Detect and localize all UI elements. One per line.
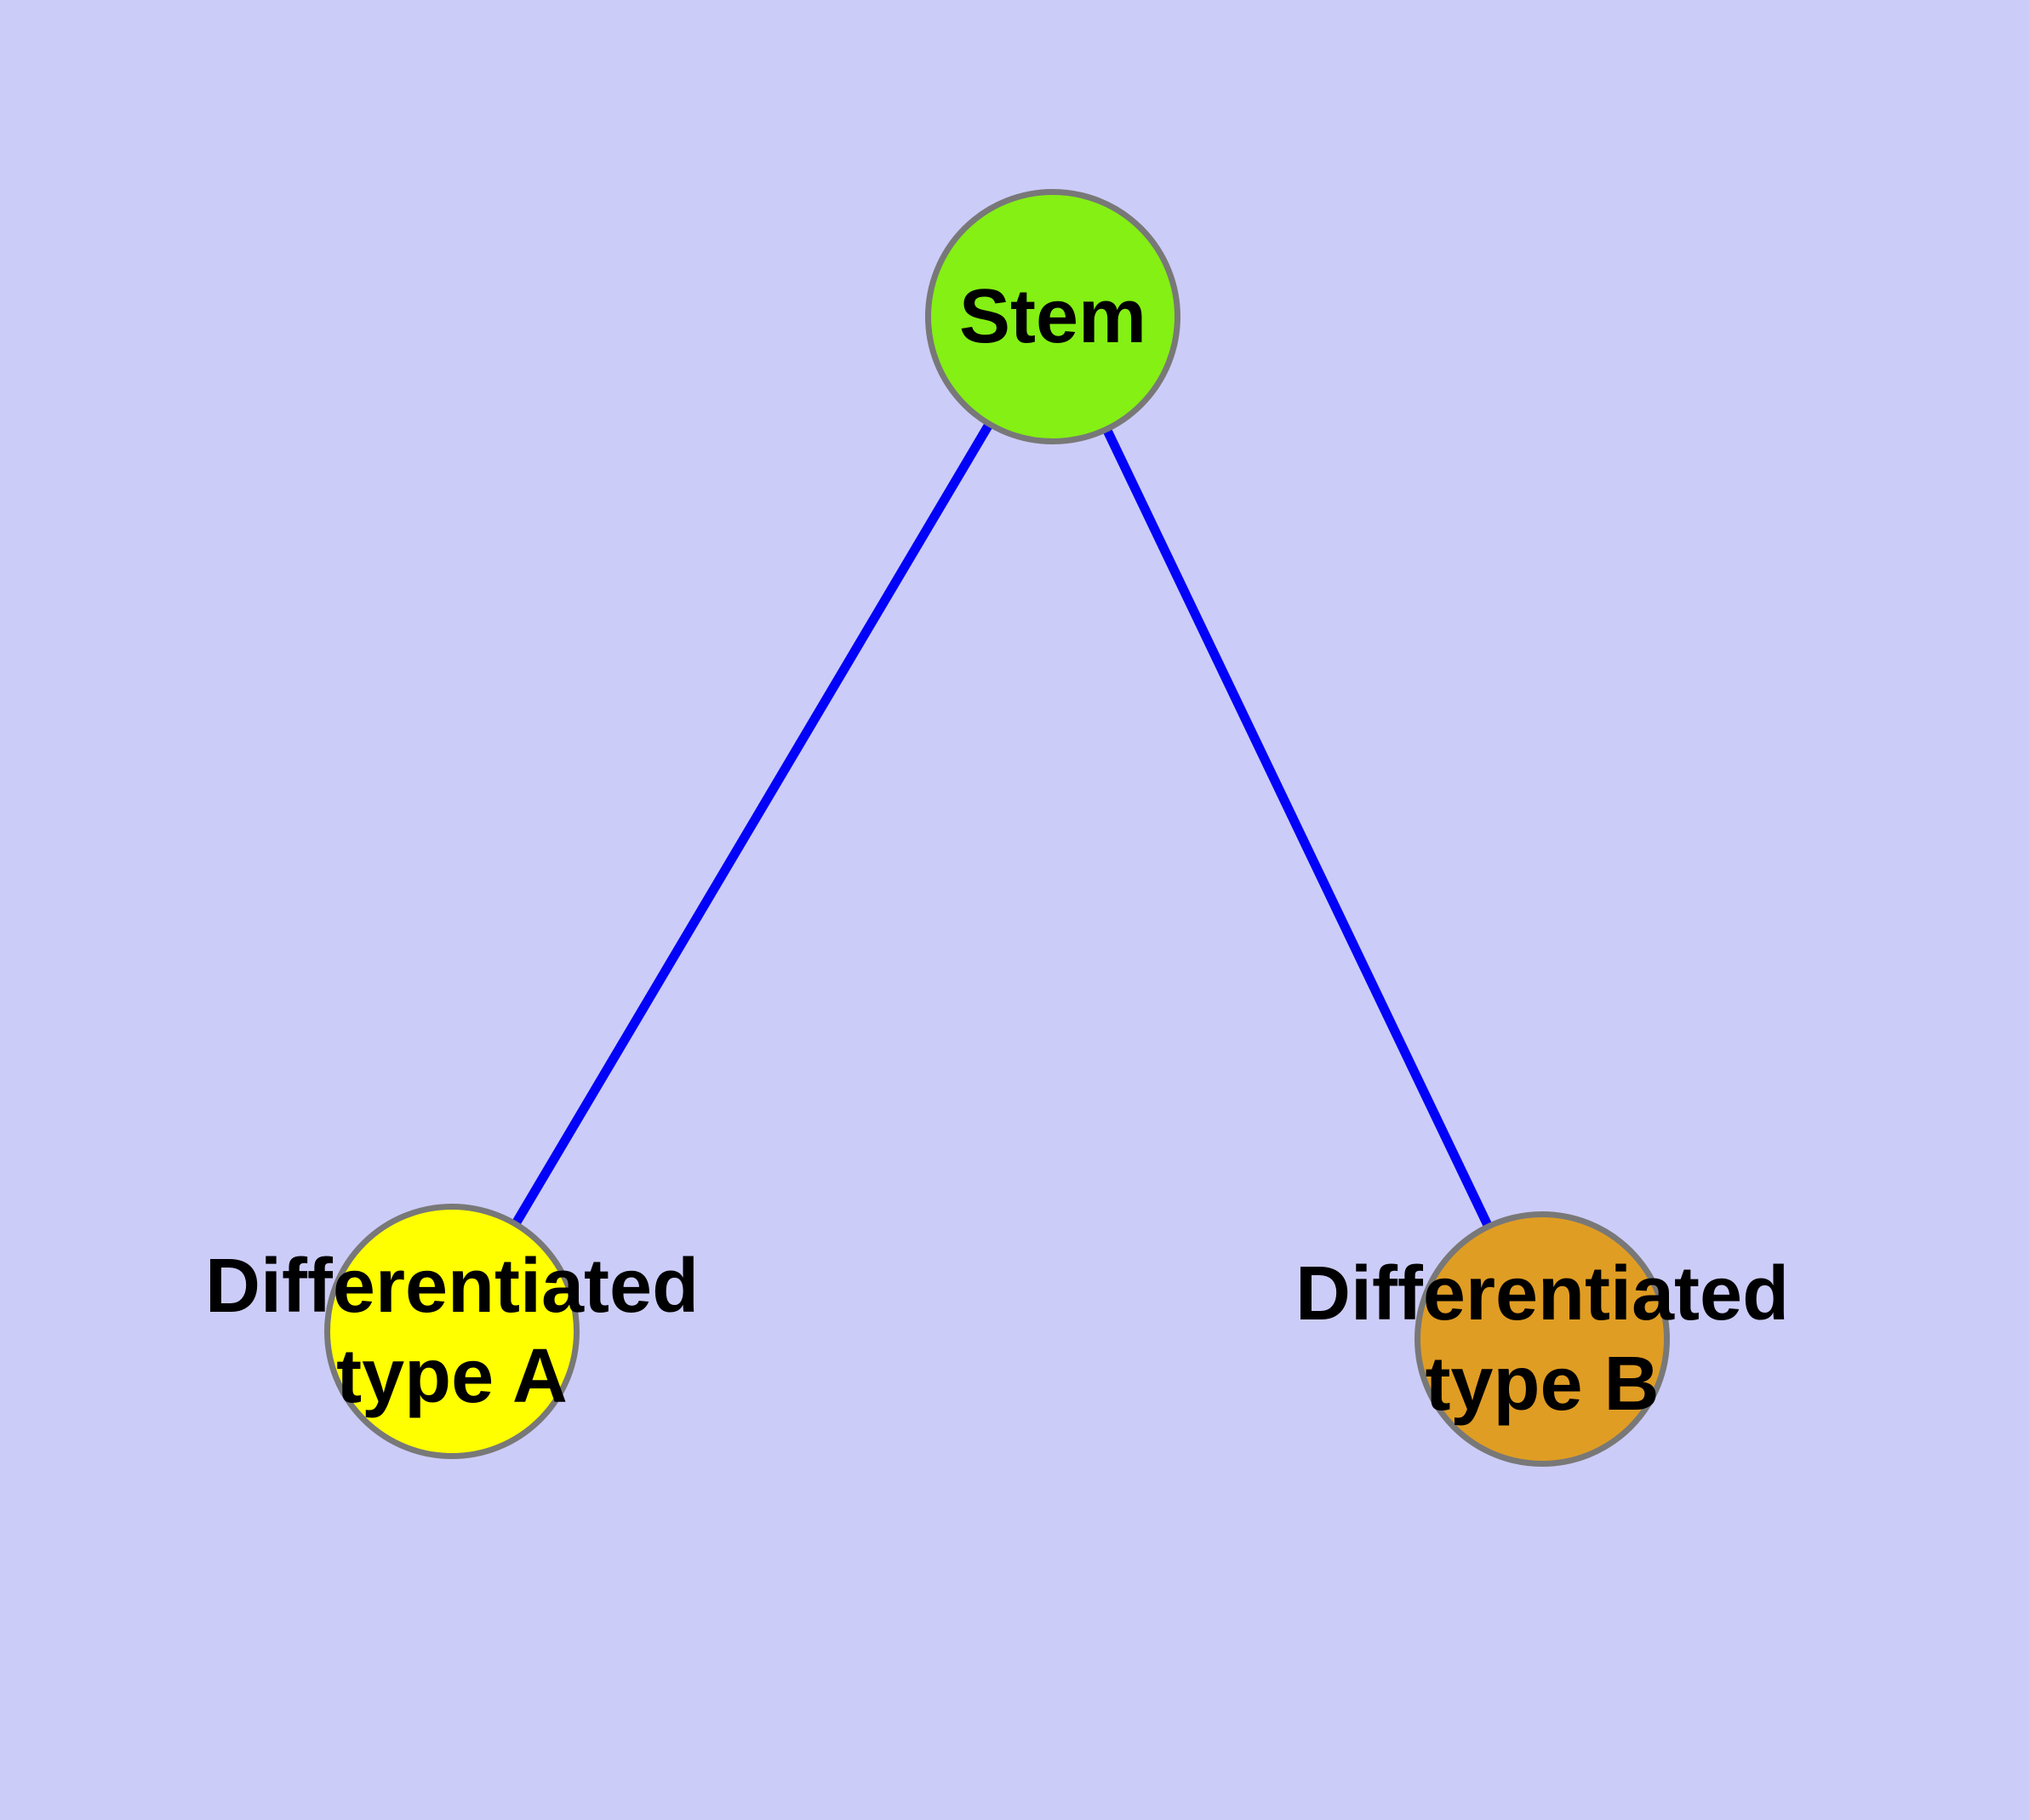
node-differentiated-type-b-label: Differentiated type B <box>1295 1251 1790 1427</box>
node-differentiated-type-a: Differentiated type A <box>205 1204 699 1459</box>
node-stem-label: Stem <box>958 273 1147 359</box>
node-differentiated-type-b: Differentiated type B <box>1295 1211 1789 1467</box>
edge-stem-to-type-a <box>448 314 1057 1334</box>
edge-stem-to-type-b <box>1049 314 1546 1342</box>
node-differentiated-type-b-circle <box>1415 1211 1670 1467</box>
node-differentiated-type-a-label: Differentiated type A <box>204 1243 700 1419</box>
node-stem-circle <box>925 189 1180 444</box>
node-differentiated-type-a-circle <box>324 1204 580 1459</box>
node-stem: Stem <box>925 189 1180 444</box>
